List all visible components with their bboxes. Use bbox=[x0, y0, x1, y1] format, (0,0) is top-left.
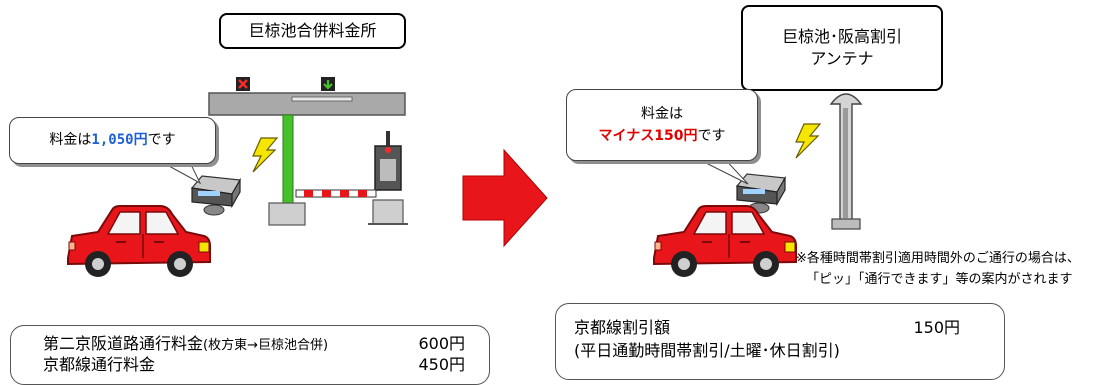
antenna-title-line1: 巨椋池･阪高割引 bbox=[781, 27, 902, 47]
notice-text: ※各種時間帯割引適用時間外のご通行の場合は、 「ピッ」「通行できます」等の案内が… bbox=[796, 248, 1080, 291]
right-fee-line2: マイナス150円です bbox=[599, 125, 726, 147]
antenna-title: 巨椋池･阪高割引 アンテナ bbox=[741, 5, 943, 91]
fare-row-daini-keihan: 第二京阪道路通行料金(枚方東→巨椋池合併) 600円 bbox=[43, 334, 465, 355]
toll-plaza-title-text: 巨椋池合併料金所 bbox=[248, 21, 377, 41]
fare-row-label: 第二京阪道路通行料金(枚方東→巨椋池合併) bbox=[43, 334, 329, 353]
left-fee-bubble: 料金は1,050円です bbox=[9, 117, 216, 164]
antenna-title-line2: アンテナ bbox=[810, 49, 874, 68]
discount-row: 京都線割引額 150円 bbox=[574, 318, 984, 339]
antenna-icon bbox=[829, 93, 863, 230]
left-fee-amount: 1,050円 bbox=[91, 132, 148, 149]
notice-line1: ※各種時間帯割引適用時間外のご通行の場合は、 bbox=[796, 251, 1080, 266]
left-fare-breakdown: 第二京阪道路通行料金(枚方東→巨椋池合併) 600円 京都線通行料金 450円 bbox=[10, 325, 490, 385]
notice-line2: 「ピッ」「通行できます」等の案内がされます bbox=[806, 272, 1073, 288]
toll-plaza-title: 巨椋池合併料金所 bbox=[219, 13, 406, 49]
right-discount-box: 京都線割引額 150円 (平日通勤時間帯割引/土曜･休日割引) bbox=[555, 303, 1005, 380]
toll-gate-icon bbox=[208, 77, 408, 226]
fare-row-route-note: (枚方東→巨椋池合併) bbox=[203, 338, 329, 353]
right-fee-amount: マイナス150円 bbox=[598, 128, 698, 144]
discount-note: (平日通勤時間帯割引/土曜･休日割引) bbox=[574, 340, 840, 360]
car-icon bbox=[67, 205, 211, 278]
lightning-icon bbox=[252, 137, 278, 173]
fare-row-value: 600円 bbox=[418, 334, 465, 353]
fare-row-value: 450円 bbox=[418, 354, 465, 374]
right-fee-bubble: 料金は マイナス150円です bbox=[566, 89, 758, 161]
right-fee-line1: 料金は bbox=[641, 105, 683, 122]
left-fee-text: 料金は1,050円です bbox=[49, 129, 175, 151]
fare-row-label: 京都線通行料金 bbox=[43, 354, 156, 374]
fare-row-kyoto-line: 京都線通行料金 450円 bbox=[43, 355, 465, 376]
lightning-icon bbox=[795, 123, 821, 159]
right-fee-suffix: です bbox=[697, 128, 726, 144]
left-fee-prefix: 料金は bbox=[49, 132, 92, 149]
car-icon bbox=[653, 205, 797, 278]
right-arrow-icon bbox=[462, 148, 548, 248]
left-fee-suffix: です bbox=[147, 132, 176, 149]
discount-label: 京都線割引額 bbox=[574, 318, 671, 337]
discount-value: 150円 bbox=[913, 318, 960, 337]
